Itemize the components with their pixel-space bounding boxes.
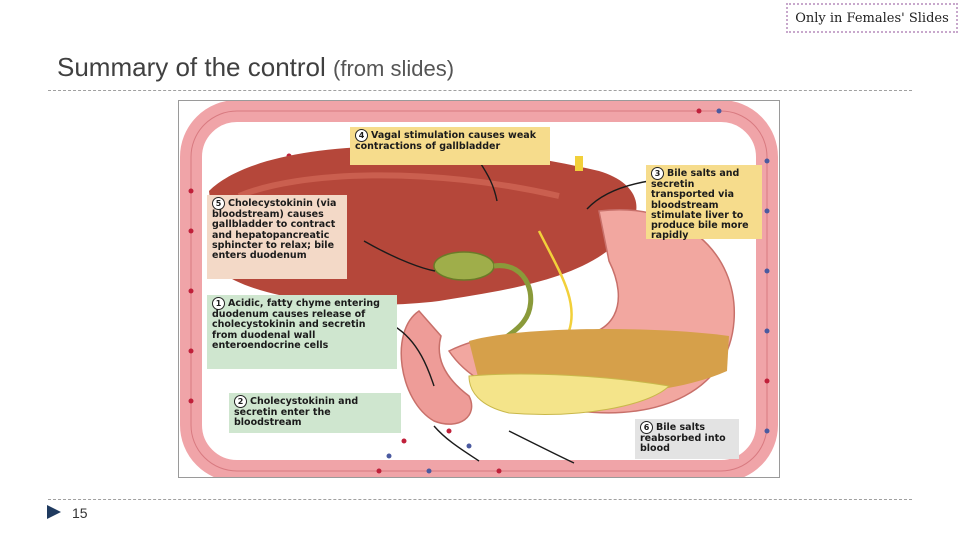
page-number: 15 (72, 505, 88, 521)
label-text-5: Cholecystokinin (via bloodstream) causes… (212, 198, 337, 262)
label-text-3: Bile salts and secretin transported via … (651, 168, 749, 242)
label-text-6: Bile salts reabsorbed into blood (640, 422, 726, 455)
title-main: Summary of the control (57, 52, 326, 82)
vagus-nerve (537, 230, 573, 332)
flow-arrows (363, 160, 650, 464)
label-text-1: Acidic, fatty chyme entering duodenum ca… (212, 298, 380, 351)
label-text-4: Vagal stimulation causes weak contractio… (355, 130, 537, 152)
top-divider (48, 90, 912, 91)
title-sub: (from slides) (333, 56, 455, 81)
bottom-divider (48, 499, 912, 500)
gallbladder (433, 251, 495, 281)
label-text-2: Cholecystokinin and secretin enter the b… (234, 396, 359, 429)
slide-bullet-icon (47, 505, 61, 519)
slide-title: Summary of the control (from slides) (57, 52, 454, 83)
pancreas (468, 373, 671, 415)
females-only-badge: Only in Females' Slides (786, 3, 958, 33)
step-number-2: 2 (234, 395, 247, 408)
duodenum (400, 310, 473, 425)
